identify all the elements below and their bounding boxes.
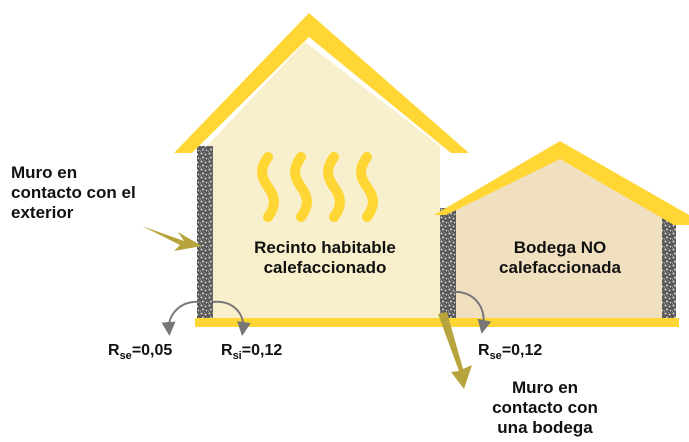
pointer-arrow-icon (438, 312, 472, 389)
storage-room-label: Bodega NO calefaccionada (499, 238, 621, 277)
curved-flow-arrow-icon (212, 300, 251, 336)
storage-roof (434, 141, 689, 225)
storage-room-gable (456, 152, 663, 208)
exterior-wall-insulation (197, 146, 213, 318)
heated-house (174, 13, 469, 327)
heated-room-floor (195, 318, 442, 327)
heated-room-label: Recinto habitable calefaccionado (254, 238, 396, 277)
heated-room-gable (207, 42, 440, 146)
heat-waves-icon (257, 152, 378, 222)
rse-storage-label: Rse=0,12 (478, 342, 543, 362)
curved-flow-arrow-icon (161, 300, 202, 336)
storage-right-wall (662, 218, 676, 318)
rsi-label: Rsi=0,12 (221, 342, 283, 362)
storage-wall-insulation (440, 208, 456, 318)
rse-exterior-label: Rse=0,05 (108, 342, 173, 362)
exterior-wall-label: Muro en contacto con el exterior (11, 163, 136, 222)
storage-wall-label: Muro en contacto con una bodega (492, 378, 598, 437)
curved-flow-arrow-icon (451, 290, 492, 334)
heated-house-roof (174, 13, 469, 153)
storage-room-interior (456, 208, 663, 318)
unheated-storage (434, 141, 689, 327)
storage-floor (442, 318, 679, 327)
pointer-arrow-icon (142, 226, 202, 251)
